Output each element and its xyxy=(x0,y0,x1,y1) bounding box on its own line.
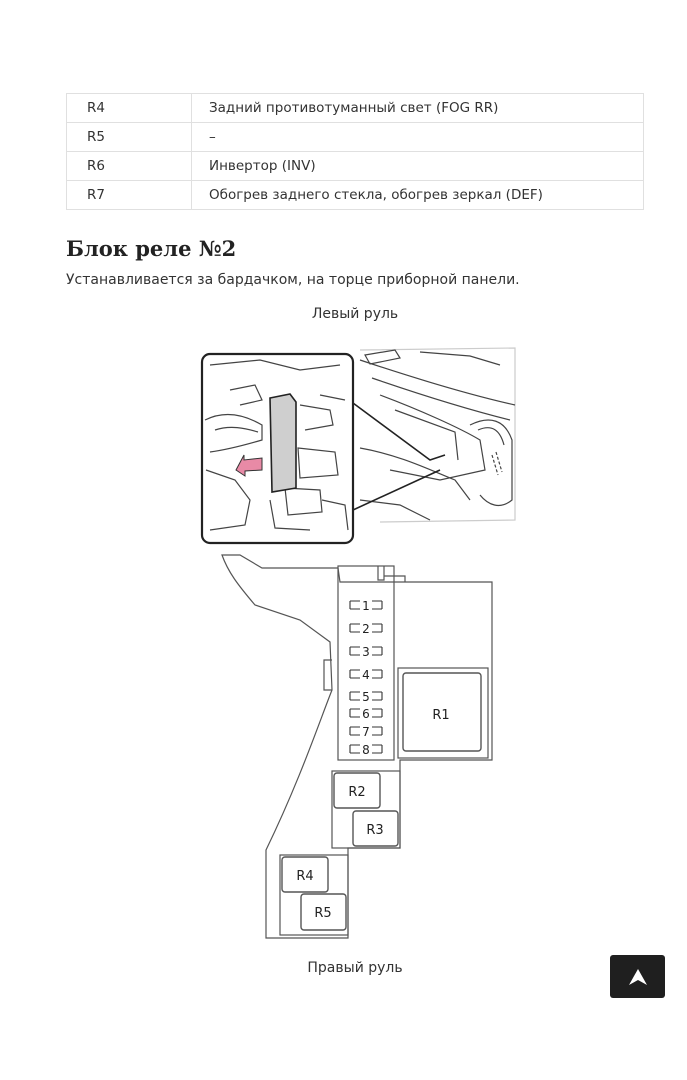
caption-right-hand-drive: Правый руль xyxy=(307,960,403,976)
table-row: R5 – xyxy=(66,122,644,152)
relay-label-r3: R3 xyxy=(366,823,383,838)
fuse-label: 4 xyxy=(362,668,370,682)
fuse-label: 1 xyxy=(362,599,370,613)
relay-code: R4 xyxy=(66,93,192,123)
fuse-label: 7 xyxy=(362,725,370,739)
section-intro: Устанавливается за бардачком, на торце п… xyxy=(66,272,520,288)
fuse-label: 6 xyxy=(362,707,370,721)
scroll-to-top-button[interactable] xyxy=(610,955,665,998)
relay-description: Инвертор (INV) xyxy=(191,151,644,181)
fuse-label: 3 xyxy=(362,645,370,659)
relay-description: Обогрев заднего стекла, обогрев зеркал (… xyxy=(191,180,644,210)
relay-label-r4: R4 xyxy=(296,869,313,884)
relay-label-r5: R5 xyxy=(314,906,331,921)
table-row: R6 Инвертор (INV) xyxy=(66,151,644,181)
fuse-label: 2 xyxy=(362,622,370,636)
relay-code: R6 xyxy=(66,151,192,181)
table-row: R4 Задний противотуманный свет (FOG RR) xyxy=(66,93,644,123)
location-illustration xyxy=(200,347,516,545)
fuse-label: 5 xyxy=(362,690,370,704)
fuse-label: 8 xyxy=(362,743,370,757)
section-title: Блок реле №2 xyxy=(66,236,237,261)
relay-description: Задний противотуманный свет (FOG RR) xyxy=(191,93,644,123)
table-row: R7 Обогрев заднего стекла, обогрев зерка… xyxy=(66,180,644,210)
relay-code: R7 xyxy=(66,180,192,210)
caption-left-hand-drive: Левый руль xyxy=(311,306,399,322)
relay-table: R4 Задний противотуманный свет (FOG RR) … xyxy=(66,93,644,210)
relay-block-figure: 1 2 3 4 5 6 7 8 R1 R2 R3 R4 R5 xyxy=(200,347,516,939)
relay-label-r2: R2 xyxy=(348,785,365,800)
arrow-up-icon xyxy=(628,968,647,985)
relay-label-r1: R1 xyxy=(432,708,449,723)
fuse-block-diagram xyxy=(221,554,493,939)
relay-description: – xyxy=(191,122,644,152)
